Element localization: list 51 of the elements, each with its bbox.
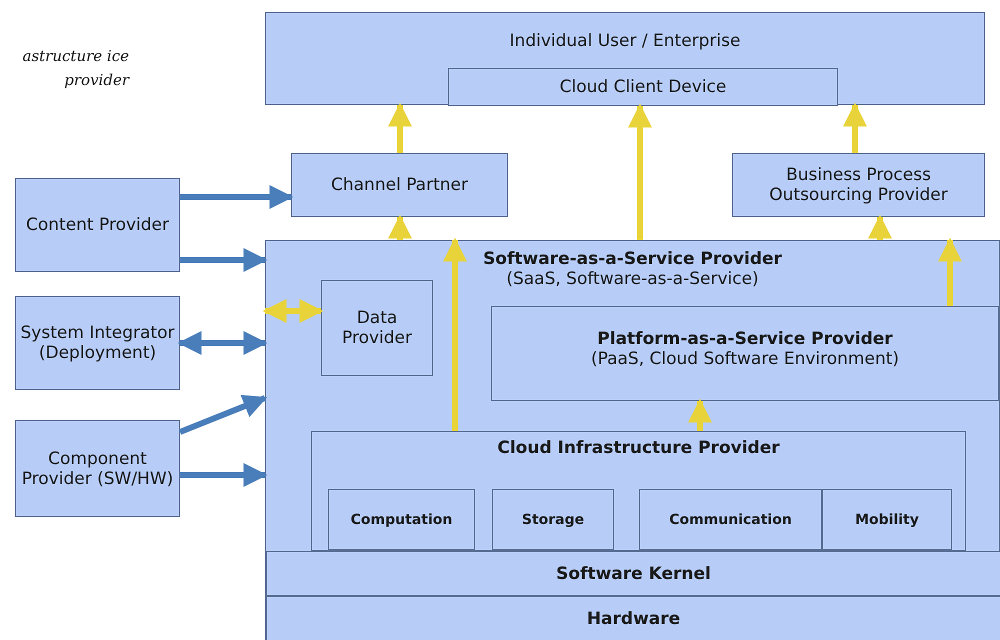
box-subtitle: (SaaS, Software-as-a-Service) [505,269,760,289]
arrow [443,238,467,431]
box-title: Platform-as-a-Service Provider [596,329,894,349]
box-subtitle: (PaaS, Cloud Software Environment) [590,349,900,369]
arrow [178,331,268,355]
box-title: Channel Partner [330,175,469,195]
arrow [180,248,268,272]
arrow [178,394,268,435]
box-title: Business Process Outsourcing Provider [768,165,949,205]
layer-bar [266,596,1000,640]
box-title: Communication [668,510,793,530]
provider-panel [265,240,1000,640]
arrow [938,238,962,306]
provider-box [15,296,180,390]
provider-box [291,153,508,217]
box-title: Data Provider [341,308,413,348]
arrow [843,102,867,153]
arrow [628,104,652,240]
provider-box [639,489,822,550]
box-title: Hardware [586,608,682,628]
provider-panel [491,306,999,401]
provider-box [328,489,475,550]
arrow [388,102,412,153]
provider-box [822,489,952,550]
arrow [180,185,294,209]
box-title: Computation [350,510,454,530]
arrow [388,214,412,240]
user-panel [265,12,985,105]
arrow [868,214,892,240]
box-title: Software Kernel [555,564,712,584]
provider-box [732,153,985,217]
layer-bar [266,551,1000,596]
box-title: Software-as-a-Service Provider [482,249,783,269]
arrow [262,299,324,323]
provider-box [15,178,180,272]
provider-panel [311,431,966,551]
provider-box [15,420,180,517]
box-title: System Integrator (Deployment) [20,323,176,363]
box-title: Mobility [854,510,920,530]
box-title: Storage [520,510,586,530]
provider-box [321,280,433,376]
provider-box [492,489,614,550]
box-title: Individual User / Enterprise [508,31,742,51]
box-title: Cloud Client Device [558,77,728,97]
box-title: Component Provider (SW/HW) [20,448,174,488]
box-title: Cloud Infrastructure Provider [496,438,781,458]
arrow [180,463,268,487]
provider-box [448,68,838,106]
box-title: Content Provider [24,215,170,235]
arrow [688,398,712,431]
note-text: astructure ice provider [22,46,129,91]
